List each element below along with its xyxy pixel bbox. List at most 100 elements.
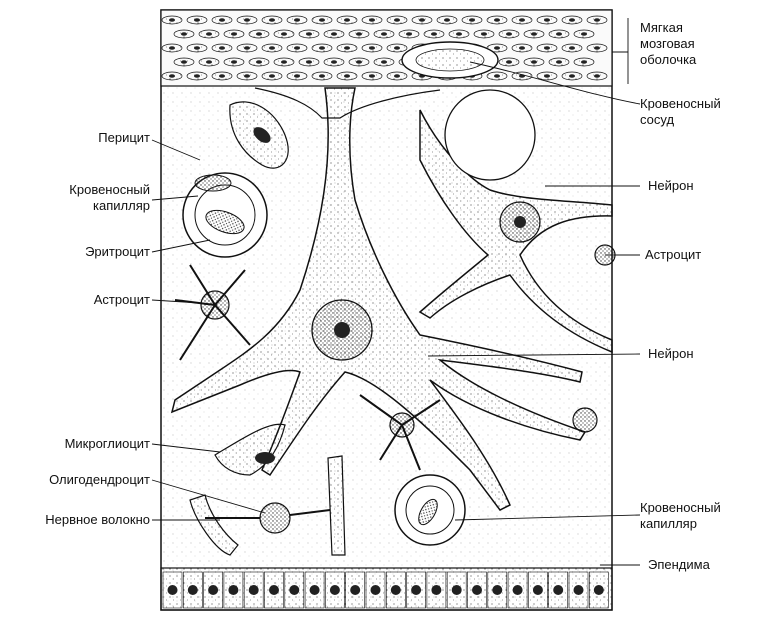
ependyma-cell: [426, 571, 447, 609]
capillary-upper: [444, 89, 536, 181]
ependyma-layer: [160, 567, 613, 611]
meninges-cell-nucleus: [306, 32, 312, 36]
ependyma-cell: [385, 571, 406, 609]
meninges-cell-nucleus: [344, 18, 350, 22]
meninges-cell-nucleus: [381, 60, 387, 64]
ependyma-cell: [284, 571, 305, 609]
label-oligodendrocyte: Олигодендроцит: [49, 472, 150, 487]
meninges-cell-nucleus: [281, 60, 287, 64]
ependyma-nucleus: [248, 585, 259, 595]
label-capillary-left: Кровеносный капилляр: [69, 182, 150, 213]
label-meninges: Мягкая мозговая оболочка: [640, 20, 697, 67]
meninges-cell-nucleus: [294, 74, 300, 78]
meninges-cell-nucleus: [569, 74, 575, 78]
meninges-cell-nucleus: [544, 18, 550, 22]
ependyma-nucleus: [431, 585, 442, 595]
capillary-right: [394, 474, 466, 546]
ependyma-nucleus: [370, 585, 381, 595]
meninges-cell-nucleus: [394, 46, 400, 50]
meninges-cell-nucleus: [181, 60, 187, 64]
microglia: [214, 423, 286, 476]
meninges-cell-nucleus: [169, 46, 175, 50]
meninges-cell-nucleus: [319, 74, 325, 78]
label-erythrocyte: Эритроцит: [85, 244, 150, 259]
ependyma-cell: [446, 571, 467, 609]
ependyma-nucleus: [512, 585, 523, 595]
ependyma-nucleus: [390, 585, 401, 595]
meninges-cell-nucleus: [369, 46, 375, 50]
ependyma-nucleus: [573, 585, 584, 595]
meninges-cell-nucleus: [406, 32, 412, 36]
meninges-cell-nucleus: [581, 60, 587, 64]
label-nerve-fiber: Нервное волокно: [45, 512, 150, 527]
astrocyte-far-right: [572, 407, 598, 433]
meninges-cell-nucleus: [169, 18, 175, 22]
meninges-cell-nucleus: [381, 32, 387, 36]
ependyma-cell: [203, 571, 223, 609]
ependyma-nucleus: [350, 585, 361, 595]
ependyma-cell: [467, 571, 487, 609]
meninges-cell-nucleus: [431, 32, 437, 36]
ependyma-cell: [183, 571, 203, 609]
meninges-cell-nucleus: [344, 74, 350, 78]
meninges-cell-nucleus: [356, 60, 362, 64]
meninges-cell-nucleus: [319, 46, 325, 50]
meninges-layer: [160, 9, 613, 87]
ependyma-nucleus: [532, 585, 543, 595]
ependyma-nucleus: [187, 585, 198, 595]
meninges-cell-nucleus: [519, 18, 525, 22]
meninges-cell-nucleus: [319, 18, 325, 22]
leader-lines: [151, 18, 641, 566]
ependyma-cell: [528, 571, 548, 609]
ependyma-nucleus: [289, 585, 300, 595]
meninges-cell-nucleus: [231, 60, 237, 64]
meninges-cell-nucleus: [519, 46, 525, 50]
meninges-cell-nucleus: [556, 32, 562, 36]
meninges-cell-nucleus: [169, 74, 175, 78]
meninges-cell-nucleus: [481, 32, 487, 36]
ependyma-cell: [487, 571, 508, 609]
meninges-cell-nucleus: [531, 60, 537, 64]
ependyma-cell: [568, 571, 589, 609]
meninges-cell-nucleus: [581, 32, 587, 36]
ependyma-nucleus: [451, 585, 462, 595]
meninges-cell-nucleus: [394, 74, 400, 78]
ependyma-cell: [345, 571, 366, 609]
meninges-cell-nucleus: [356, 32, 362, 36]
meninges-cell-nucleus: [494, 46, 500, 50]
ependyma-nucleus: [411, 585, 422, 595]
label-pericyte: Перицит: [98, 130, 150, 145]
meninges-cell-nucleus: [194, 74, 200, 78]
ependyma-nucleus: [593, 585, 604, 595]
ependyma-cell: [507, 571, 528, 609]
label-blood-vessel: Кровеносный сосуд: [640, 96, 721, 127]
meninges-cell-nucleus: [256, 60, 262, 64]
meninges-cell-nucleus: [369, 18, 375, 22]
meninges-cell-nucleus: [231, 32, 237, 36]
meninges-cell-nucleus: [494, 18, 500, 22]
pericyte: [229, 101, 289, 169]
label-microglia: Микроглиоцит: [64, 436, 150, 451]
meninges-cell-nucleus: [219, 74, 225, 78]
meninges-cell-nucleus: [294, 46, 300, 50]
meninges-cell-nucleus: [244, 18, 250, 22]
label-astrocyte-left: Астроцит: [93, 292, 150, 307]
meninges-cell-nucleus: [594, 18, 600, 22]
label-neuron-upper: Нейрон: [648, 178, 694, 193]
meninges-cell-nucleus: [219, 18, 225, 22]
ependyma-cell: [243, 571, 264, 609]
meninges-cell-nucleus: [294, 18, 300, 22]
meninges-cell-nucleus: [419, 18, 425, 22]
meninges-cell-nucleus: [594, 46, 600, 50]
meninges-cell-nucleus: [456, 32, 462, 36]
astrocyte-left: [174, 264, 251, 361]
meninges-cell-nucleus: [556, 60, 562, 64]
ependyma-cell: [548, 571, 569, 609]
meninges-cell-nucleus: [569, 46, 575, 50]
meninges-cell-nucleus: [219, 46, 225, 50]
meninges-cell-nucleus: [544, 46, 550, 50]
neuron-lower-body: [170, 87, 587, 511]
ependyma-nucleus: [228, 585, 239, 595]
ependyma-nucleus: [553, 585, 564, 595]
